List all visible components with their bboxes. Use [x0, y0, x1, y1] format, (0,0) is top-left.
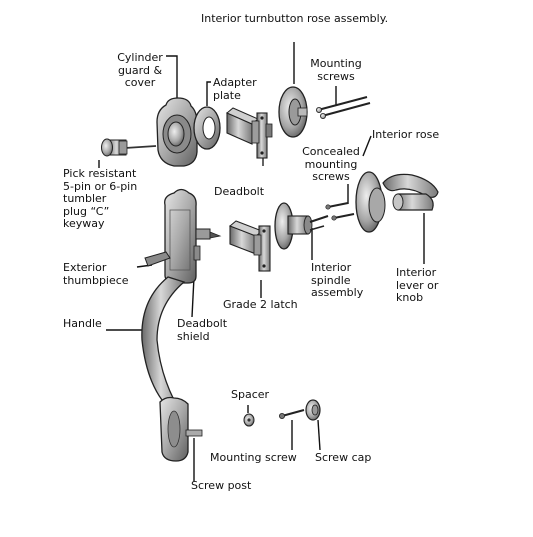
label-deadbolt: Deadbolt: [214, 185, 265, 198]
label-exterior-thumbpiece: Exterior thumbpiece: [63, 261, 129, 287]
label-cylinder-guard: Cylinder guard & cover: [117, 51, 163, 89]
label-interior-rose: Interior rose: [372, 128, 440, 141]
label-adapter-plate: Adapter plate: [213, 76, 257, 102]
label-grade2-latch: Grade 2 latch: [223, 298, 298, 311]
concealed-screws-part: [325, 202, 355, 221]
label-mounting-screw: Mounting screw: [210, 451, 297, 464]
label-deadbolt-shield: Deadbolt shield: [177, 317, 228, 343]
mounting-screws-top-part: [315, 96, 371, 120]
adapter-plate-part: [193, 106, 221, 150]
interior-lever-part: [382, 173, 439, 211]
deadbolt-part: [226, 107, 273, 166]
label-handle: Handle: [63, 317, 102, 330]
label-screw-post: Screw post: [191, 479, 252, 492]
label-interior-lever: Interior lever or knob: [396, 266, 439, 304]
screw-cap-part: [305, 399, 321, 421]
mounting-screw-part: [278, 409, 305, 419]
latch-part: [229, 220, 271, 272]
spacer-part: [243, 413, 255, 427]
label-concealed-screws: Concealed mounting screws: [302, 145, 360, 183]
cylinder-plug-part: [101, 138, 157, 157]
exterior-handle-part: [141, 188, 222, 462]
label-screw-cap: Screw cap: [315, 451, 372, 464]
interior-rose-part: [355, 171, 386, 233]
turnbutton-rose-part: [278, 86, 308, 138]
spindle-assembly-part: [274, 202, 329, 250]
label-interior-spindle: Interior spindle assembly: [311, 261, 364, 299]
label-mounting-screws-top: Mounting screws: [310, 57, 362, 83]
label-pick-resistant: Pick resistant 5-pin or 6-pin tumbler pl…: [63, 167, 138, 230]
label-spacer: Spacer: [231, 388, 270, 401]
cylinder-guard-part: [156, 97, 198, 167]
label-interior-turnbutton: Interior turnbutton rose assembly.: [201, 12, 389, 25]
